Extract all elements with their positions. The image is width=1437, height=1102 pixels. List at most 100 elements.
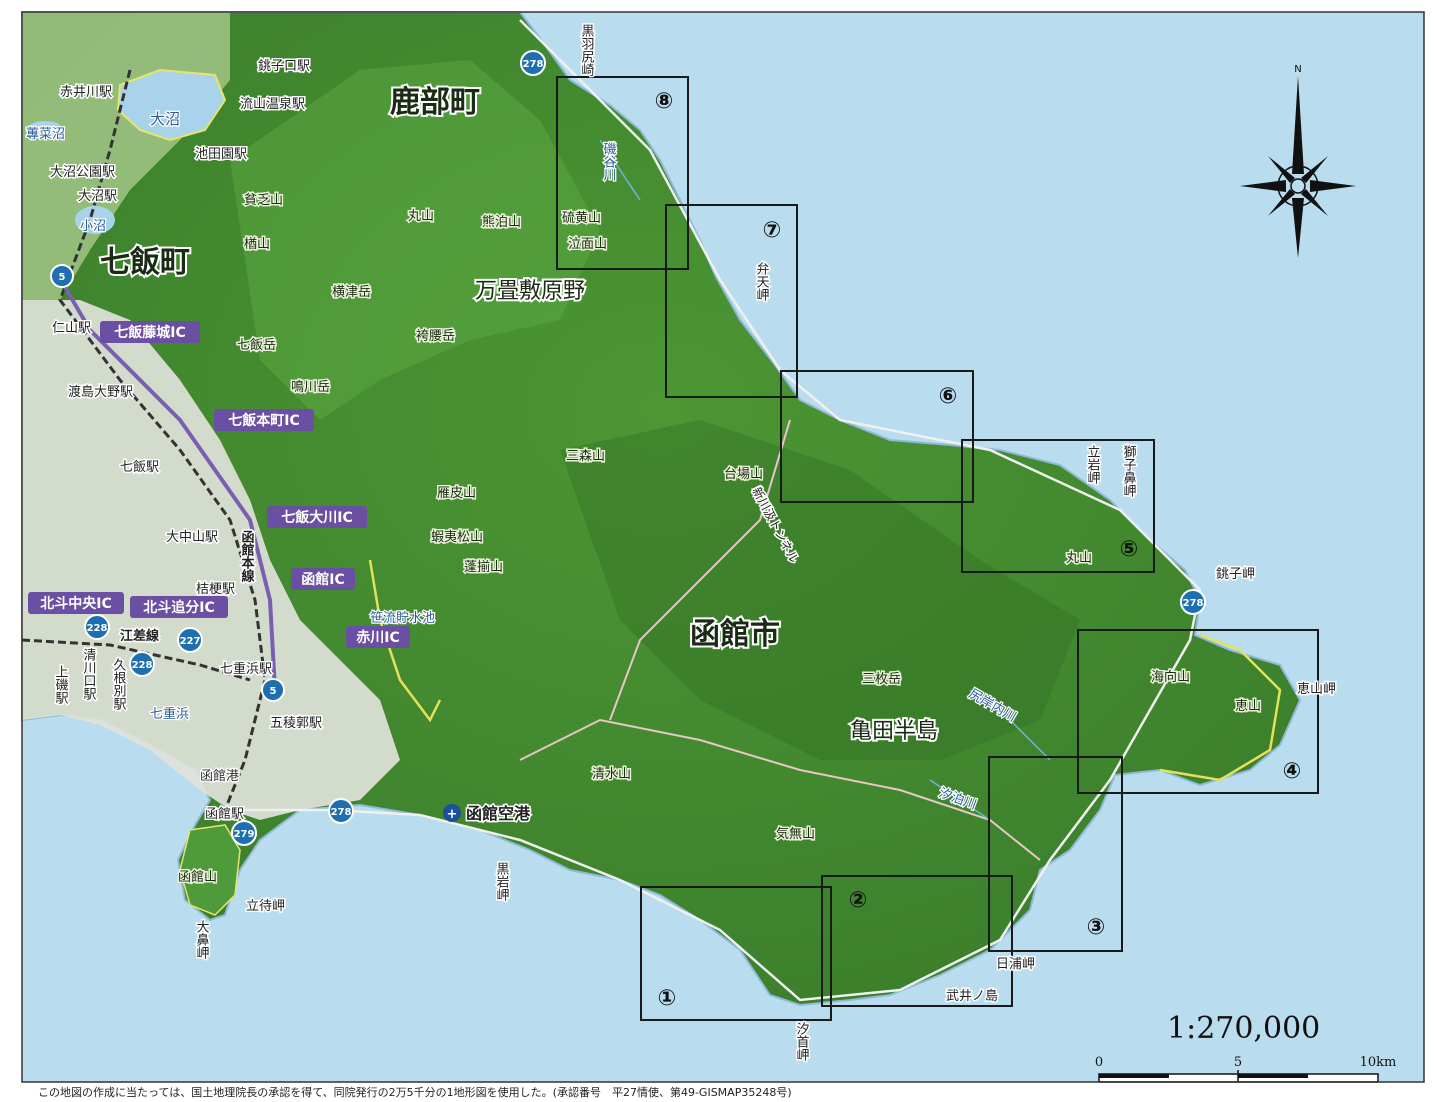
route-shield-5-north bbox=[50, 264, 74, 288]
river-isoya-label: 磯谷川 bbox=[601, 142, 617, 181]
expressway bbox=[53, 268, 277, 691]
ic-badges: 七飯藤城IC 七飯本町IC 七飯大川IC 函館IC 赤川IC 北斗中央IC 北斗… bbox=[28, 321, 410, 648]
station-nanaehama-sta: 七重浜駅 bbox=[220, 661, 272, 677]
peak-esan: 恵山 bbox=[1235, 699, 1261, 714]
ic-badge-akagawa[interactable] bbox=[346, 626, 410, 648]
label-hakodate: 函館市 bbox=[690, 617, 780, 652]
peak-kaiko: 海向山 bbox=[1151, 669, 1190, 685]
ic-label-akagawa: 赤川IC bbox=[356, 630, 399, 646]
sheet-number-7[interactable]: ⑦ bbox=[763, 218, 782, 243]
ic-label-nanae-fujishiro: 七飯藤城IC bbox=[114, 324, 185, 341]
route-number-278-north: 278 bbox=[523, 59, 544, 70]
station-akaigawa: 赤井川駅 bbox=[60, 85, 112, 100]
peak-labels: 硫黄山 泣面山 丸山 熊泊山 貧乏山 楢山 横津岳 袴腰岳 七飯岳 鳴川岳 三森… bbox=[177, 192, 1263, 887]
route-number-278-south: 278 bbox=[331, 807, 352, 818]
station-onuma-koen: 大沼公園駅 bbox=[50, 165, 115, 180]
sheet-frame-4 bbox=[1077, 629, 1319, 794]
urban-area bbox=[22, 300, 400, 820]
ic-label-hakodate: 函館IC bbox=[301, 571, 344, 588]
station-hakodate: 函館駅 bbox=[205, 807, 244, 822]
sheet-frame-7 bbox=[665, 204, 798, 398]
ic-badge-nanae-fujishiro[interactable] bbox=[100, 321, 200, 343]
port-hakodate-label: 函館港 bbox=[200, 769, 239, 784]
route-shield-278-north bbox=[520, 50, 546, 76]
sheet-frame-2 bbox=[821, 875, 1013, 1007]
ic-label-hokuto-chuo: 北斗中央IC bbox=[40, 595, 111, 612]
station-nanae-sta: 七飯駅 bbox=[120, 460, 159, 475]
cape-tachimachi: 立待岬 bbox=[246, 899, 285, 914]
cape-kurobajiri: 黒羽尻崎 bbox=[579, 24, 595, 76]
railway-esashi bbox=[21, 638, 251, 682]
route-number-279: 279 bbox=[234, 829, 255, 840]
compass-south-point bbox=[1292, 198, 1304, 258]
ic-badge-nanae-okawa[interactable] bbox=[267, 506, 367, 528]
sheet-number-3[interactable]: ③ bbox=[1087, 915, 1106, 940]
label-hakodate-main-line: 函館本線 bbox=[239, 530, 255, 583]
label-shikabe: 鹿部町 bbox=[390, 85, 480, 120]
road-yellow bbox=[368, 559, 442, 723]
sheet-number-2[interactable]: ② bbox=[849, 888, 868, 913]
cape-labels: 黒羽尻崎 弁天岬 立岩岬 獅子鼻岬 銚子岬 恵山岬 日浦岬 汐首岬 黒岩岬 立待… bbox=[192, 23, 1338, 1063]
route-number-278-east: 278 bbox=[1183, 598, 1204, 609]
route-shields: 278 278 278 5 5 227 228 228 279 bbox=[50, 50, 1206, 846]
peak-kumadomari: 熊泊山 bbox=[482, 214, 521, 230]
ic-badge-hokuto-oiwake[interactable] bbox=[130, 596, 228, 618]
river-isoya bbox=[599, 139, 641, 201]
sheet-number-4[interactable]: ④ bbox=[1283, 759, 1302, 784]
cape-hiura: 日浦岬 bbox=[996, 957, 1035, 972]
map-credit: この地図の作成に当たっては、国土地理院長の承認を得て、同院発行の2万5千分の1地… bbox=[38, 1085, 792, 1099]
lake-onuma bbox=[116, 68, 227, 142]
compass-north-point bbox=[1292, 76, 1304, 174]
station-oshima-ono: 渡島大野駅 bbox=[68, 384, 133, 400]
scale-ratio: 1:270,000 bbox=[1167, 1011, 1320, 1046]
sheet-frame-1 bbox=[640, 886, 832, 1021]
label-kameda-peninsula: 亀田半島 bbox=[850, 719, 938, 744]
ic-badge-hakodate[interactable] bbox=[291, 568, 355, 590]
sheet-number-8[interactable]: ⑧ bbox=[655, 89, 674, 114]
route-shield-5-south bbox=[261, 678, 285, 702]
compass-rose: N bbox=[1240, 64, 1356, 258]
scale-block: 1:270,000 0 5 10km bbox=[1095, 1011, 1396, 1083]
ic-badge-nanae-honcho[interactable] bbox=[214, 409, 314, 431]
label-junsainuma: 蓴菜沼 bbox=[26, 127, 65, 142]
peak-maruyama-east: 丸山 bbox=[1066, 551, 1092, 566]
road-tunnel bbox=[609, 419, 791, 721]
sheet-frame-3 bbox=[988, 756, 1123, 952]
sheet-frame-8 bbox=[556, 76, 689, 270]
compass-ring-inner bbox=[1290, 178, 1306, 194]
peak-narayama: 楢山 bbox=[244, 237, 270, 252]
peak-shimizu: 清水山 bbox=[592, 767, 631, 782]
station-goryokaku: 五稜郭駅 bbox=[270, 715, 322, 731]
scale-bar-fill-a bbox=[1099, 1074, 1169, 1078]
peak-mitsumori: 三森山 bbox=[566, 449, 605, 464]
peak-binbo: 貧乏山 bbox=[244, 193, 283, 208]
scale-tick-5: 5 bbox=[1234, 1055, 1242, 1070]
ic-label-nanae-okawa: 七飯大川IC bbox=[281, 509, 352, 526]
ic-label-hokuto-oiwake: 北斗追分IC bbox=[143, 599, 214, 616]
route-shield-228-a bbox=[84, 614, 110, 640]
cape-esan: 恵山岬 bbox=[1297, 682, 1336, 697]
peak-nanae-dake: 七飯岳 bbox=[237, 338, 276, 353]
peak-ganpi: 雁皮山 bbox=[437, 486, 476, 501]
road-esan bbox=[1159, 633, 1282, 782]
route-shield-278-south bbox=[328, 798, 354, 824]
railway-line bbox=[58, 69, 267, 811]
cape-obana: 大鼻岬 bbox=[194, 920, 210, 959]
airport-icon-glyph: + bbox=[447, 807, 458, 822]
compass-west-point bbox=[1240, 180, 1286, 192]
sheet-number-6[interactable]: ⑥ bbox=[939, 384, 958, 409]
cape-benten: 弁天岬 bbox=[754, 262, 770, 301]
cape-kuroiwa: 黒岩岬 bbox=[494, 862, 510, 901]
route-shield-227 bbox=[177, 627, 203, 653]
station-kunebetsu: 久根別駅 bbox=[111, 658, 127, 711]
sheet-number-1[interactable]: ① bbox=[658, 986, 677, 1011]
lake-konuma bbox=[75, 206, 115, 234]
ic-badge-hokuto-chuo[interactable] bbox=[28, 592, 124, 614]
station-kamiiso: 上磯駅 bbox=[53, 665, 69, 705]
route-shield-278-east bbox=[1180, 589, 1206, 615]
sheet-number-5[interactable]: ⑤ bbox=[1120, 537, 1139, 562]
peak-hakamagoshi: 袴腰岳 bbox=[416, 329, 455, 344]
route-number-228-a: 228 bbox=[87, 623, 108, 634]
station-choshiguchi: 銚子口駅 bbox=[258, 59, 310, 74]
